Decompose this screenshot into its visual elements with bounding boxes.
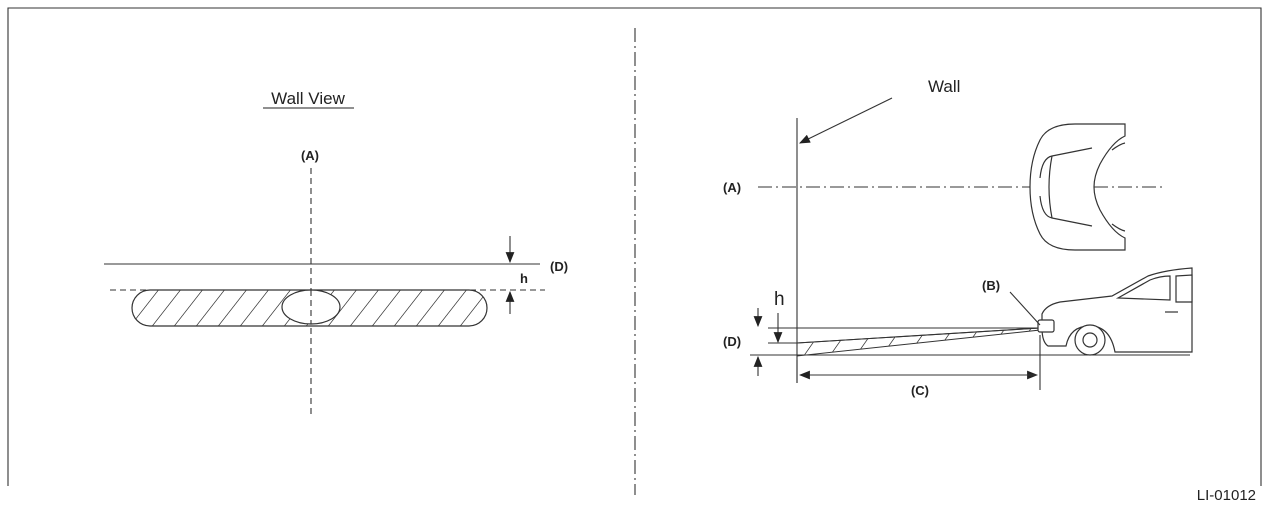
- side-view-label-c: (C): [911, 383, 929, 398]
- car-side-view: [1037, 267, 1193, 356]
- wall-view-label-d: (D): [550, 259, 568, 274]
- label-b-leader: [1009, 291, 1041, 326]
- label-wall: Wall: [928, 77, 960, 96]
- wall-view-title: Wall View: [271, 89, 345, 108]
- wall-view-label-h: h: [520, 271, 528, 286]
- frame-border: [7, 7, 1262, 486]
- side-view-panel: Wall (A) (B): [723, 77, 1193, 398]
- side-view-label-h: h: [774, 289, 785, 310]
- side-view-label-d: (D): [723, 334, 741, 349]
- side-view-label-a: (A): [723, 180, 741, 195]
- side-view-label-b: (B): [982, 278, 1000, 293]
- wall-view-panel: Wall View (A) h (D): [104, 89, 568, 415]
- wall-view-label-a: (A): [301, 148, 319, 163]
- figure-code: LI-01012: [1197, 487, 1256, 504]
- wall-pointer-arrow: [799, 97, 893, 144]
- car-top-view: [1029, 123, 1126, 251]
- beam-hatched-area: [796, 327, 1041, 357]
